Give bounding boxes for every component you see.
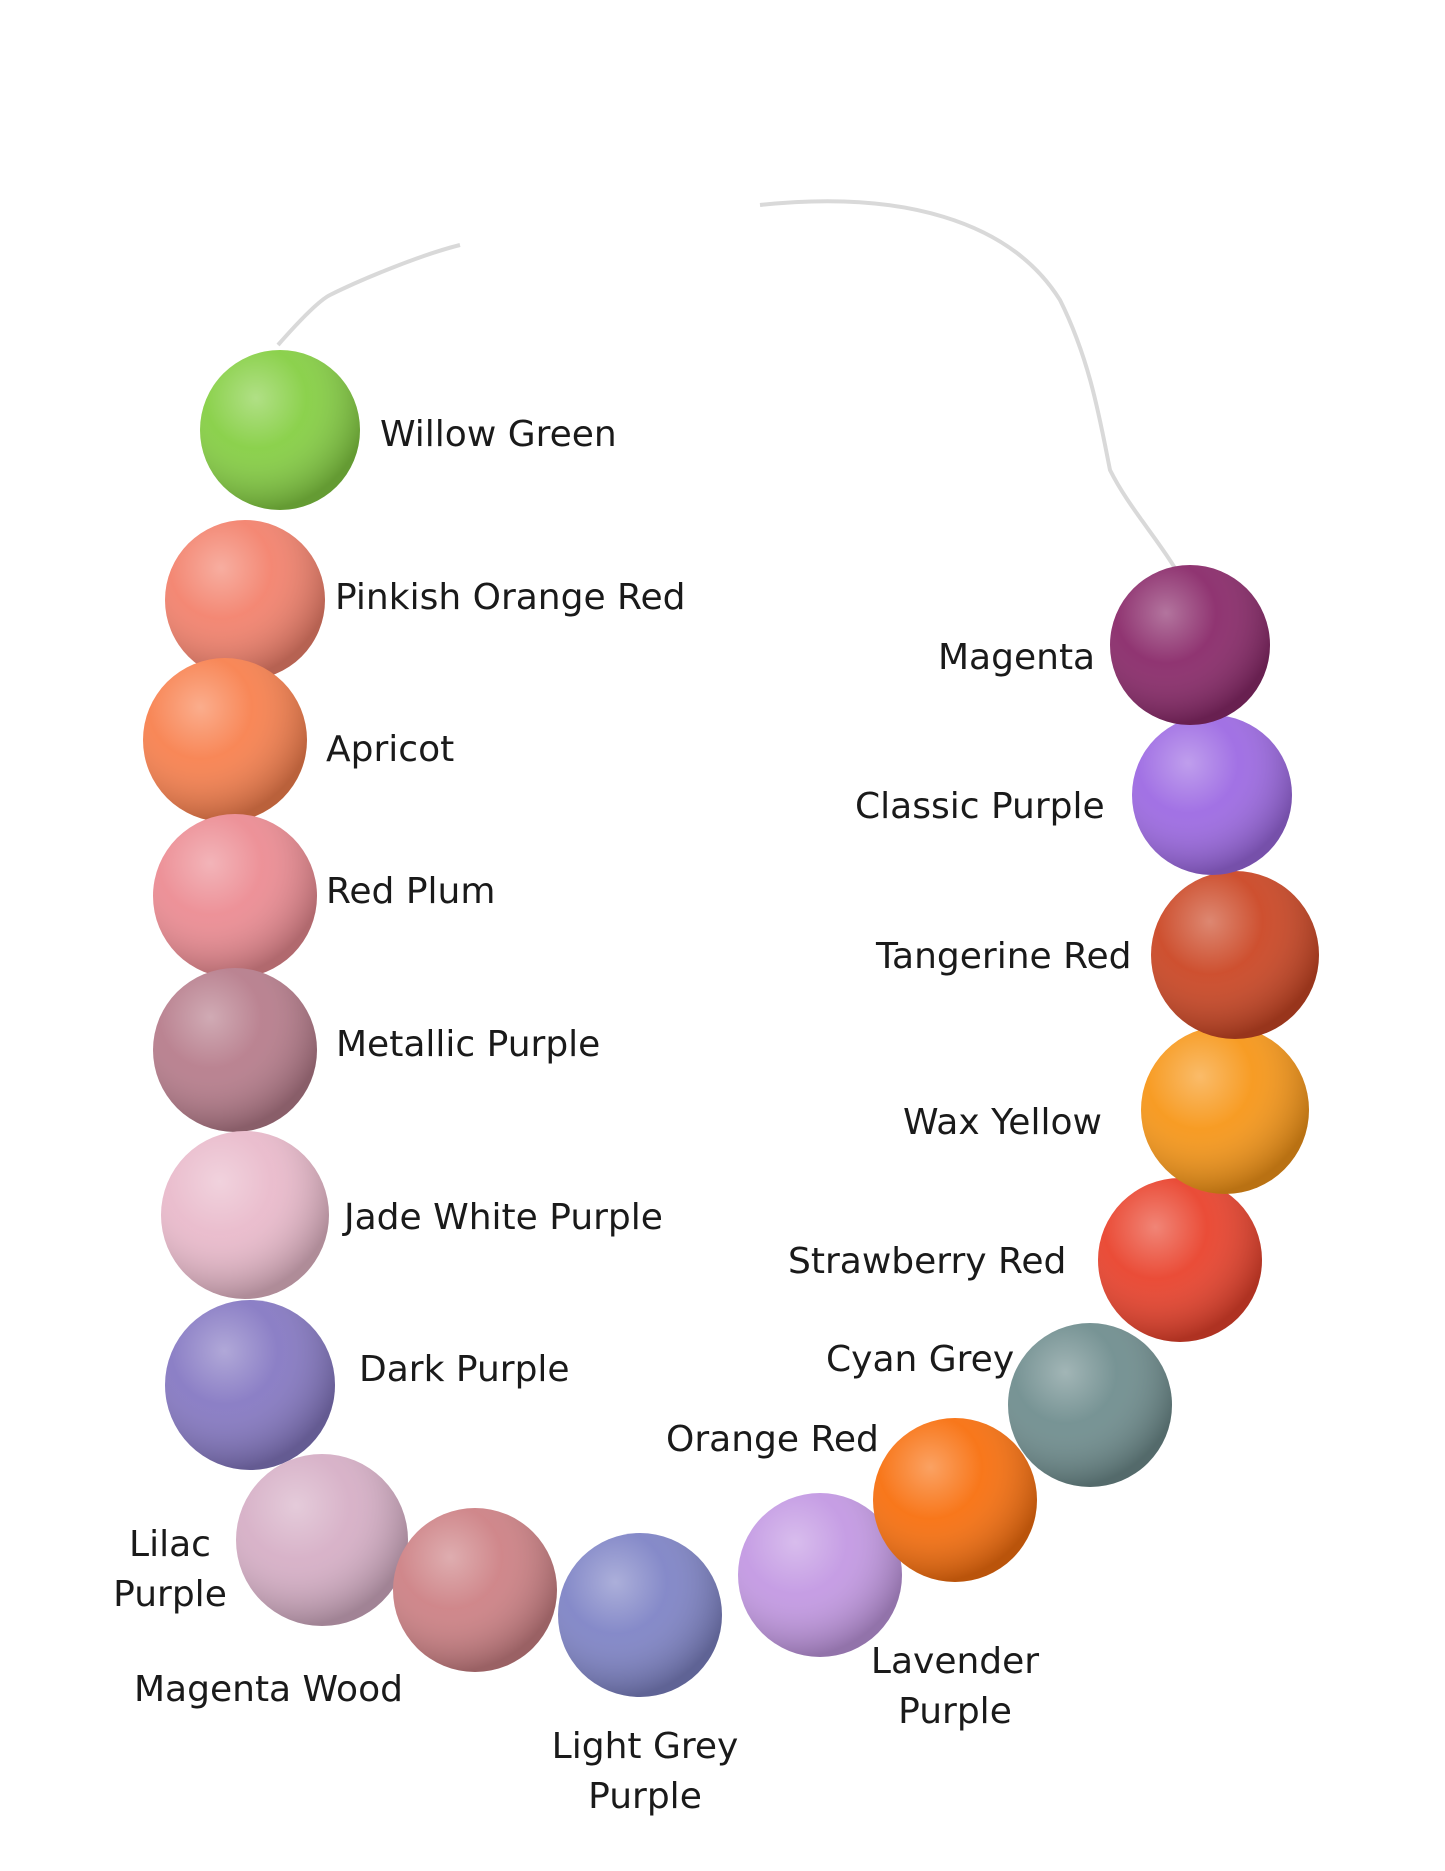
bead-orange-red [873,1418,1037,1582]
label-light-grey-purple-line2: Purple [588,1776,702,1818]
bead-shading [873,1418,1037,1582]
bead-light-grey-purple [558,1533,722,1697]
label-lilac-purple-line2: Purple [113,1574,227,1616]
label-magenta-wood: Magenta Wood [134,1669,403,1710]
label-jade-white-purple: Jade White Purple [344,1197,663,1238]
label-classic-purple: Classic Purple [855,786,1105,827]
bead-red-plum [153,814,317,978]
bead-shading [1132,715,1292,875]
bead-shading [143,658,307,822]
bead-shading [153,814,317,978]
bead-shading [1008,1323,1172,1487]
bead-classic-purple [1132,715,1292,875]
label-dark-purple: Dark Purple [359,1349,570,1390]
label-magenta: Magenta [938,637,1096,678]
label-metallic-purple: Metallic Purple [336,1024,601,1065]
label-red-plum: Red Plum [326,871,496,912]
bead-shading [153,968,317,1132]
label-cyan-grey: Cyan Grey [826,1339,1015,1380]
bead-apricot [143,658,307,822]
bead-shading [1098,1178,1262,1342]
bead-shading [1110,565,1270,725]
bead-shading [558,1533,722,1697]
left-string [276,243,461,347]
bead-shading [738,1493,902,1657]
bead-shading [1141,1026,1309,1194]
label-willow-green: Willow Green [380,414,617,455]
label-lilac-purple: Lilac Purple [100,1520,240,1621]
bead-shading [161,1131,329,1299]
bead-shading [236,1454,408,1626]
label-pinkish-orange-red: Pinkish Orange Red [335,577,686,618]
label-lavender-purple-line2: Purple [898,1691,1012,1733]
label-light-grey-purple-line1: Light Grey [551,1726,739,1767]
bead-metallic-purple [153,968,317,1132]
label-lavender-purple: Lavender Purple [860,1637,1050,1738]
bead-lavender-purple [738,1493,902,1657]
label-tangerine-red: Tangerine Red [876,936,1132,977]
bead-magenta [1110,565,1270,725]
bead-dark-purple [165,1300,335,1470]
bead-willow-green [200,350,360,510]
bead-strawberry-red [1098,1178,1262,1342]
bead-shading [200,350,360,510]
label-lilac-purple-line1: Lilac [129,1524,211,1565]
bead-shading [393,1508,557,1672]
bead-shading [165,1300,335,1470]
bead-cyan-grey [1008,1323,1172,1487]
bead-jade-white-purple [161,1131,329,1299]
bead-pinkish-orange-red [165,520,325,680]
bead-tangerine-red [1151,871,1319,1039]
label-orange-red: Orange Red [666,1419,879,1460]
bead-lilac-purple [236,1454,408,1626]
beads-group [143,350,1319,1697]
label-light-grey-purple: Light Grey Purple [545,1722,745,1823]
label-wax-yellow: Wax Yellow [903,1102,1102,1143]
bead-shading [1151,871,1319,1039]
bead-wax-yellow [1141,1026,1309,1194]
label-lavender-purple-line1: Lavender [870,1641,1040,1682]
bead-shading [165,520,325,680]
right-string [759,199,1187,586]
label-strawberry-red: Strawberry Red [788,1241,1067,1282]
bead-magenta-wood [393,1508,557,1672]
label-apricot: Apricot [326,729,455,770]
